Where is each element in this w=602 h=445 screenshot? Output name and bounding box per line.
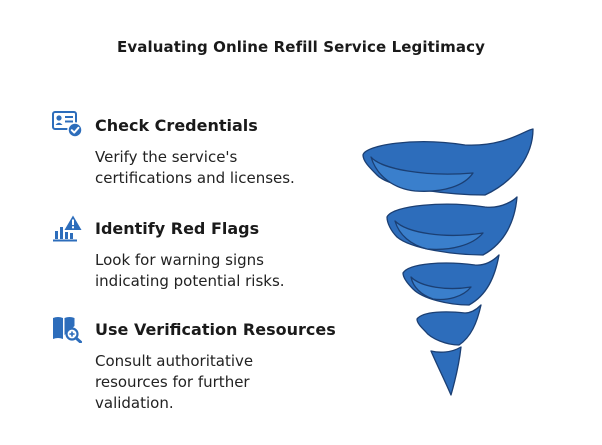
funnel-band-3-inner: [410, 276, 472, 301]
credentials-check-icon: [52, 111, 84, 139]
funnel-tail: [430, 346, 462, 396]
step-use-verification-resources: Use Verification Resources Consult autho…: [52, 315, 352, 414]
warning-flag-icon: [52, 214, 84, 242]
description-line: certifications and licenses.: [95, 169, 295, 187]
step-description: Look for warning signs indicating potent…: [95, 250, 352, 292]
step-header: Identify Red Flags: [52, 214, 352, 242]
funnel-band-1-inner: [370, 156, 474, 192]
step-title: Use Verification Resources: [95, 319, 336, 339]
step-title: Identify Red Flags: [95, 218, 260, 238]
step-identify-red-flags: Identify Red Flags Look for warning sign…: [52, 214, 352, 292]
step-check-credentials: Check Credentials Verify the service's c…: [52, 111, 352, 189]
page-title: Evaluating Online Refill Service Legitim…: [117, 38, 485, 56]
description-line: Verify the service's: [95, 148, 238, 166]
spiral-funnel-graphic: [362, 128, 534, 396]
step-title: Check Credentials: [95, 115, 258, 135]
step-header: Use Verification Resources: [52, 315, 352, 343]
book-search-icon: [52, 315, 84, 343]
funnel-band-4: [416, 304, 482, 346]
description-line: validation.: [95, 394, 174, 412]
funnel-band-2-inner: [394, 220, 484, 251]
description-line: resources for further: [95, 373, 250, 391]
step-description: Consult authoritative resources for furt…: [95, 351, 352, 414]
description-line: Consult authoritative: [95, 352, 254, 370]
description-line: Look for warning signs: [95, 251, 264, 269]
step-header: Check Credentials: [52, 111, 352, 139]
step-description: Verify the service's certifications and …: [95, 147, 352, 189]
description-line: indicating potential risks.: [95, 272, 285, 290]
